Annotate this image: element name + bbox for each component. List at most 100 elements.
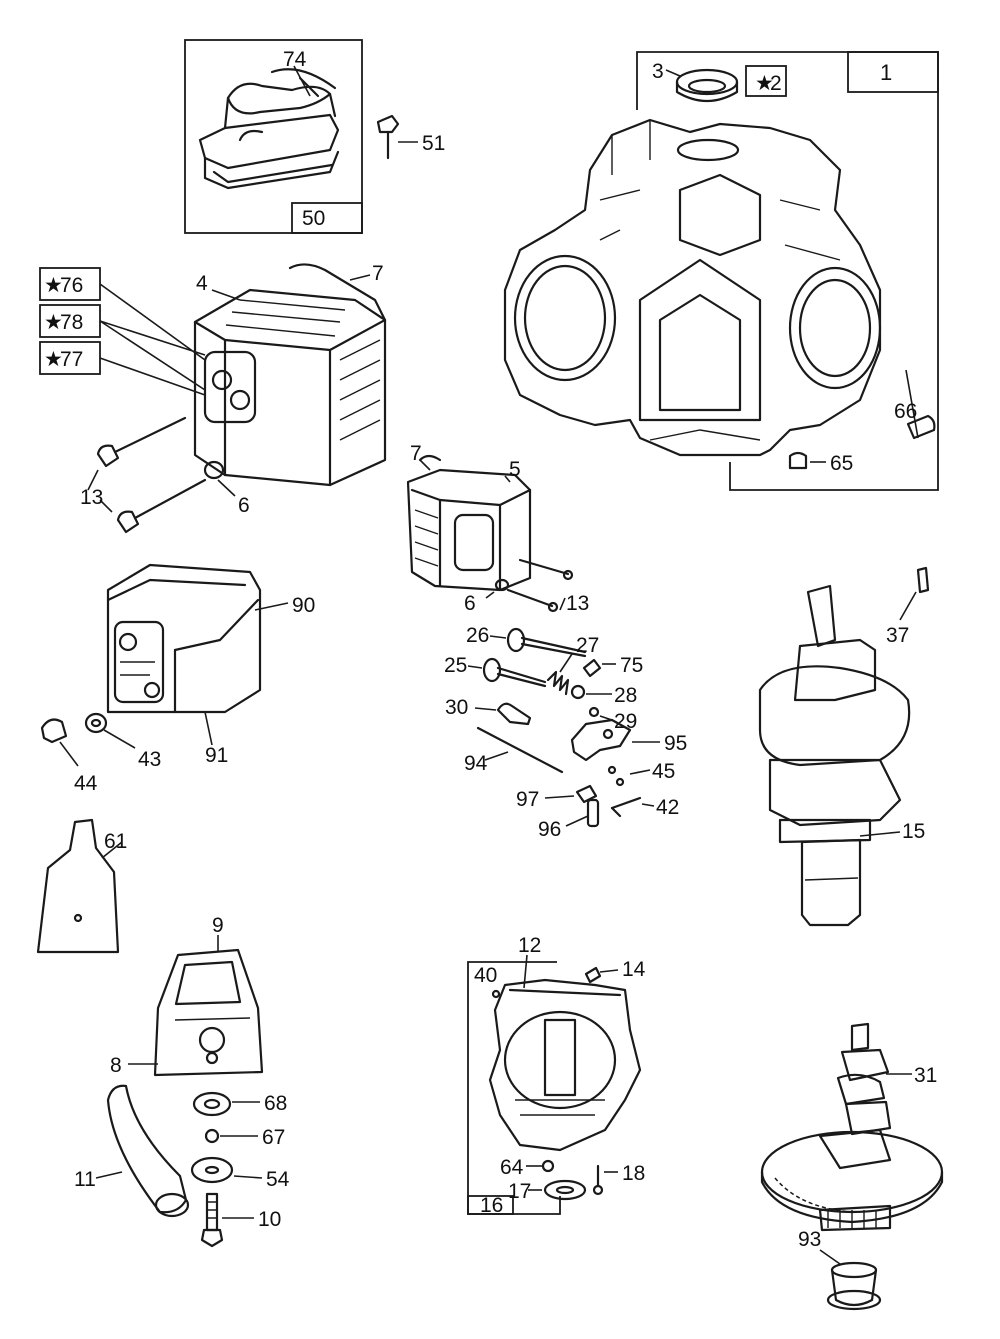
part-26-valve	[506, 627, 587, 658]
callout-44: 44	[74, 772, 98, 795]
part-44-nut	[40, 718, 79, 767]
callout-95: 95	[664, 732, 687, 755]
part-67-o-ring	[204, 1128, 258, 1144]
part-5-cylinder-head	[406, 454, 532, 592]
part-95-rocker-arm	[570, 718, 660, 762]
part-43-washer	[84, 712, 136, 749]
part-13-bolts	[87, 416, 207, 534]
callout-68: 68	[264, 1092, 287, 1115]
callout-29: 29	[614, 710, 637, 733]
callout-94: 94	[464, 752, 488, 775]
callout-91: 91	[205, 744, 228, 767]
callout-90: 90	[292, 594, 315, 617]
part-14-plug	[584, 966, 619, 984]
callout-28: 28	[614, 684, 637, 707]
part-37-key	[899, 566, 930, 621]
star-icon: ★	[44, 274, 63, 297]
callout-74: 74	[283, 48, 307, 71]
callout-8: 8	[110, 1054, 122, 1077]
part-75-cap	[582, 658, 616, 678]
part-10-fitting	[200, 1192, 254, 1248]
part-28-retainer	[570, 684, 612, 700]
part-93-spacer	[819, 1249, 882, 1311]
callout-9: 9	[212, 914, 224, 937]
part-3-seal	[675, 68, 739, 102]
part-54-washer	[190, 1156, 263, 1184]
callout-76: 76	[60, 274, 83, 297]
part-66-dowel	[905, 369, 936, 440]
part-31-camshaft-gear	[760, 1022, 944, 1232]
callout-67: 67	[262, 1126, 285, 1149]
callout-97: 97	[516, 788, 539, 811]
callout-31: 31	[914, 1064, 937, 1087]
callout-30: 30	[445, 696, 468, 719]
callout-14: 14	[622, 958, 646, 981]
callout-43: 43	[138, 748, 161, 771]
part-18-screw	[592, 1164, 618, 1196]
callout-17: 17	[508, 1180, 531, 1203]
part-45-nuts	[607, 765, 651, 787]
part-4-cylinder-head	[193, 263, 387, 487]
part-96-pin	[565, 798, 600, 828]
part-74-ignition-coil	[184, 39, 363, 234]
part-9-breather-cover	[128, 935, 264, 1077]
part-16-sump-box	[467, 961, 561, 1215]
callout-78: 78	[60, 311, 83, 334]
callout-1: 1	[880, 60, 892, 85]
callout-42: 42	[656, 796, 679, 819]
part-51-screw	[376, 114, 418, 160]
part-11-breather-tube	[95, 1084, 190, 1218]
part-12-sump	[488, 954, 642, 1152]
part-13-bolts-b	[485, 558, 574, 613]
part-40-o-ring	[491, 989, 501, 999]
callout-37: 37	[886, 624, 909, 647]
callout-96: 96	[538, 818, 561, 841]
callout-13: 13	[566, 592, 589, 615]
star-icon: ★	[44, 348, 63, 371]
callout-61: 61	[104, 830, 127, 853]
callout-66: 66	[894, 400, 917, 423]
callout-64: 64	[500, 1156, 524, 1179]
callout-4: 4	[196, 272, 208, 295]
callout-6: 6	[464, 592, 476, 615]
callout-2: 2	[770, 72, 782, 95]
callout-10: 10	[258, 1208, 281, 1231]
callout-15: 15	[902, 820, 925, 843]
callout-45: 45	[652, 760, 675, 783]
part-90-valve-cover	[106, 563, 289, 714]
callout-54: 54	[266, 1168, 290, 1191]
callout-26: 26	[466, 624, 489, 647]
callout-6: 6	[238, 494, 250, 517]
part-15-crankshaft	[758, 584, 911, 927]
callout-7: 7	[372, 262, 384, 285]
part-94-push-rod	[476, 726, 564, 774]
callout-5: 5	[509, 458, 521, 481]
part-17-seal	[528, 1179, 587, 1201]
callout-11: 11	[74, 1168, 96, 1191]
callout-40: 40	[474, 964, 497, 987]
callout-13: 13	[80, 486, 103, 509]
part-1-crankcase-box	[636, 51, 939, 491]
part-97-stud	[544, 784, 598, 804]
callout-16: 16	[480, 1194, 503, 1217]
callout-65: 65	[830, 452, 853, 475]
callout-25: 25	[444, 654, 467, 677]
callout-3: 3	[652, 60, 664, 83]
callout-18: 18	[622, 1162, 645, 1185]
part-61-baffle	[36, 818, 123, 954]
part-65-plug	[788, 451, 826, 470]
callout-12: 12	[518, 934, 541, 957]
part-1-crankcase	[503, 118, 882, 457]
part-68-seal	[192, 1091, 260, 1117]
part-6-washer	[203, 460, 236, 497]
star-icon: ★	[44, 311, 63, 334]
callout-7: 7	[410, 442, 422, 465]
part-30-tappet	[474, 702, 532, 726]
callout-77: 77	[60, 348, 83, 371]
callout-75: 75	[620, 654, 643, 677]
callout-93: 93	[798, 1228, 821, 1251]
part-42-screw	[610, 796, 655, 818]
part-27-spring	[546, 653, 573, 696]
callout-51: 51	[422, 132, 445, 155]
